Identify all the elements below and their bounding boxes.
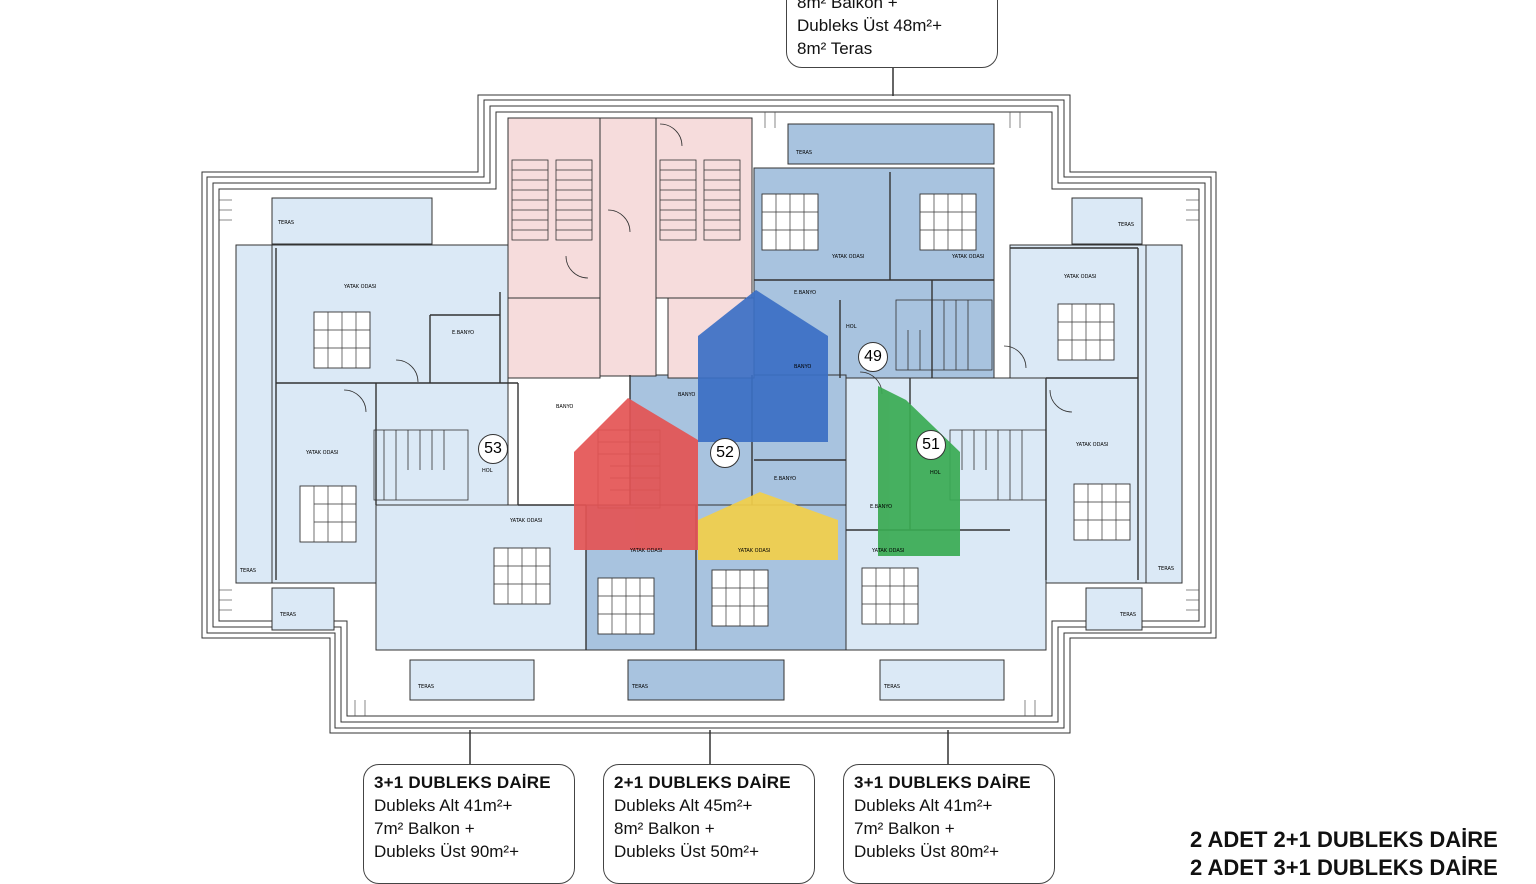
bottom-callout-middle: 2+1 DUBLEKS DAİRE Dubleks Alt 45m²+ 8m² … [603,764,815,884]
room-label-ebanyo-1: E.BANYO [452,330,475,336]
room-label-yatak-1: YATAK ODASI [344,284,377,290]
bottom-callout-left-title: 3+1 DUBLEKS DAİRE [374,773,551,792]
bottom-callout-right-line-2: 7m² Balkon + [854,819,955,838]
unit-53-area-lower [375,504,587,651]
unit-summary-line-2: 2 ADET 3+1 DUBLEKS DAİRE [1190,855,1498,880]
eave-hatching [219,112,1199,716]
room-label-teras-1: TERAS [278,220,295,226]
room-label-yatak-5: YATAK ODASI [738,548,771,554]
room-label-ebanyo-2: E.BANYO [774,476,797,482]
room-label-yatak-8: YATAK ODASI [952,254,985,260]
room-label-teras-5: TERAS [1158,566,1175,572]
roof-outline [201,94,1217,734]
room-label-ebanyo-3: E.BANYO [870,504,893,510]
unit-summary-line-1: 2 ADET 2+1 DUBLEKS DAİRE [1190,827,1498,852]
bottom-callout-middle-line-1: Dubleks Alt 45m²+ [614,796,753,815]
top-callout-line-2: Dubleks Üst 48m²+ [797,16,943,35]
room-label-yatak-2: YATAK ODASI [306,450,339,456]
room-label-banyo-3: BANYO [794,364,812,370]
room-label-yatak-10: YATAK ODASI [1076,442,1109,448]
bottom-callout-right: 3+1 DUBLEKS DAİRE Dubleks Alt 41m²+ 7m² … [843,764,1055,884]
room-label-teras-4: TERAS [240,568,257,574]
bottom-callout-left-line-1: Dubleks Alt 41m²+ [374,796,513,815]
room-label-teras-3: TERAS [796,150,813,156]
bottom-callout-left-line-3: Dubleks Üst 90m²+ [374,842,520,861]
stair-core-left [507,117,601,299]
bottom-callout-middle-line-2: 8m² Balkon + [614,819,715,838]
room-label-hol-2: HOL [930,470,941,476]
room-label-yatak-4: YATAK ODASI [630,548,663,554]
bed-grids [313,194,1130,634]
room-label-yatak-7: YATAK ODASI [832,254,865,260]
terraces [235,123,1183,701]
unit-badge-52: 52 [710,438,740,468]
top-callout-line-1: 8m² Balkon + [797,0,898,12]
unit-badge-51: 51 [916,430,946,460]
unit-summary: 2 ADET 2+1 DUBLEKS DAİRE 2 ADET 3+1 DUBL… [1190,826,1536,882]
unit-badge-53: 53 [478,434,508,464]
unit-badge-49: 49 [858,342,888,372]
room-label-teras-8: TERAS [418,684,435,690]
corridor [599,117,657,377]
room-label-banyo-2: BANYO [678,392,696,398]
interior-walls [275,172,1139,650]
room-label-yatak-9: YATAK ODASI [1064,274,1097,280]
room-label-yatak-6: YATAK ODASI [872,548,905,554]
bottom-callout-left: 3+1 DUBLEKS DAİRE Dubleks Alt 41m²+ 7m² … [363,764,575,884]
room-label-hol-1: HOL [482,468,493,474]
bottom-callout-middle-line-3: Dubleks Üst 50m²+ [614,842,760,861]
bottom-callout-middle-title: 2+1 DUBLEKS DAİRE [614,773,791,792]
room-label-banyo-1: BANYO [556,404,574,410]
room-label-yatak-3: YATAK ODASI [510,518,543,524]
bottom-callout-left-line-2: 7m² Balkon + [374,819,475,838]
bottom-callout-right-line-3: Dubleks Üst 80m²+ [854,842,1000,861]
room-label-teras-7: TERAS [1120,612,1137,618]
bottom-callout-right-title: 3+1 DUBLEKS DAİRE [854,773,1031,792]
room-label-teras-6: TERAS [280,612,297,618]
top-callout-line-3: 8m² Teras [797,39,873,58]
floor-plan [201,68,1217,764]
room-label-ebanyo-4: E.BANYO [794,290,817,296]
top-callout: 8m² Balkon + Dubleks Üst 48m²+ 8m² Teras [786,0,998,68]
room-label-hol-3: HOL [846,324,857,330]
watermark-logo [574,290,960,560]
bottom-callout-right-line-1: Dubleks Alt 41m²+ [854,796,993,815]
door-swings [343,123,1073,413]
room-label-teras-9: TERAS [632,684,649,690]
room-label-teras-2: TERAS [1118,222,1135,228]
hall-pink-left [507,297,601,379]
room-label-teras-10: TERAS [884,684,901,690]
